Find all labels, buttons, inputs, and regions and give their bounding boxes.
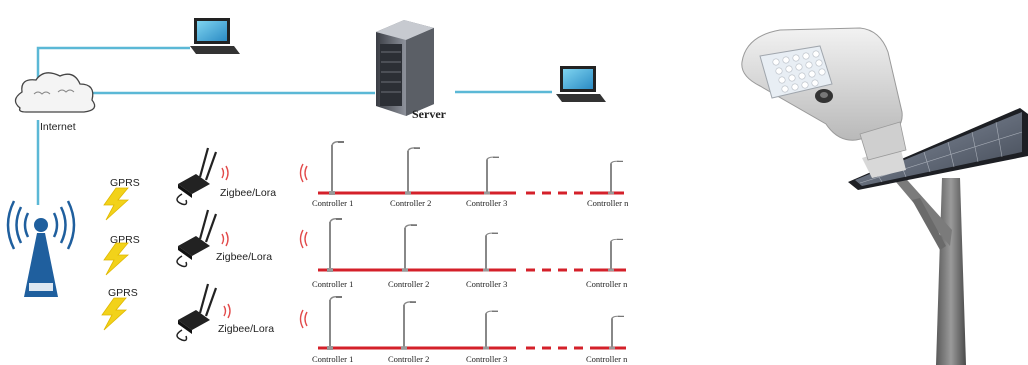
controller-label: Controller 2	[388, 279, 429, 289]
controller-label: Controller 3	[466, 354, 507, 364]
server-label: Server	[412, 107, 447, 121]
controller-label: Controller 1	[312, 198, 353, 208]
street-light-icon	[482, 231, 499, 273]
signal-waves-icon	[299, 163, 308, 183]
cell-tower-icon	[6, 200, 76, 297]
street-light-icon	[404, 146, 421, 196]
controller-label: Controller n	[586, 279, 628, 289]
radio-label: Zigbee/Lora	[218, 323, 274, 335]
street-light-icon	[608, 314, 625, 351]
street-light-icon	[607, 159, 624, 196]
controller-label: Controller 3	[466, 198, 507, 208]
controller-label: Controller 2	[388, 354, 429, 364]
cloud-icon	[14, 72, 96, 113]
gateway-row: GPRS Zigbee/Lora Controller 1 Controller…	[103, 208, 628, 289]
street-light-icon	[607, 237, 624, 273]
gateway-icon	[175, 282, 218, 342]
controller-label: Controller 1	[312, 279, 353, 289]
signal-waves-icon	[223, 303, 231, 319]
signal-waves-icon	[299, 229, 308, 249]
lightning-icon	[101, 297, 127, 331]
controller-label: Controller n	[587, 198, 629, 208]
street-light-icon	[328, 140, 345, 196]
street-light-icon	[483, 155, 500, 196]
laptop-icon	[556, 66, 606, 102]
lightning-icon	[103, 187, 129, 221]
laptop-icon	[190, 18, 240, 54]
internet-label: Internet	[40, 121, 76, 133]
controller-label: Controller 3	[466, 279, 507, 289]
street-light-icon	[401, 223, 418, 273]
signal-waves-icon	[299, 309, 308, 329]
signal-waves-icon	[221, 231, 229, 247]
gateway-icon	[175, 208, 218, 268]
street-light-icon	[326, 295, 343, 351]
street-light-icon	[400, 300, 417, 351]
street-light-icon	[482, 309, 499, 351]
gateway-row: GPRS Zigbee/Lora Controller 1 Controller…	[103, 140, 629, 221]
solar-street-lamp-icon	[741, 27, 1028, 365]
server-icon	[376, 20, 434, 116]
lightning-icon	[103, 242, 129, 276]
radio-label: Zigbee/Lora	[220, 187, 276, 199]
controller-label: Controller 1	[312, 354, 353, 364]
gprs-label: GPRS	[110, 177, 140, 189]
signal-waves-icon	[221, 165, 229, 181]
controller-label: Controller n	[586, 354, 628, 364]
gprs-label: GPRS	[108, 287, 138, 299]
gateway-icon	[175, 146, 218, 206]
controller-label: Controller 2	[390, 198, 431, 208]
radio-label: Zigbee/Lora	[216, 251, 272, 263]
gateway-row: GPRS Zigbee/Lora Controller 1 Controller…	[101, 282, 628, 364]
street-light-icon	[326, 217, 343, 273]
